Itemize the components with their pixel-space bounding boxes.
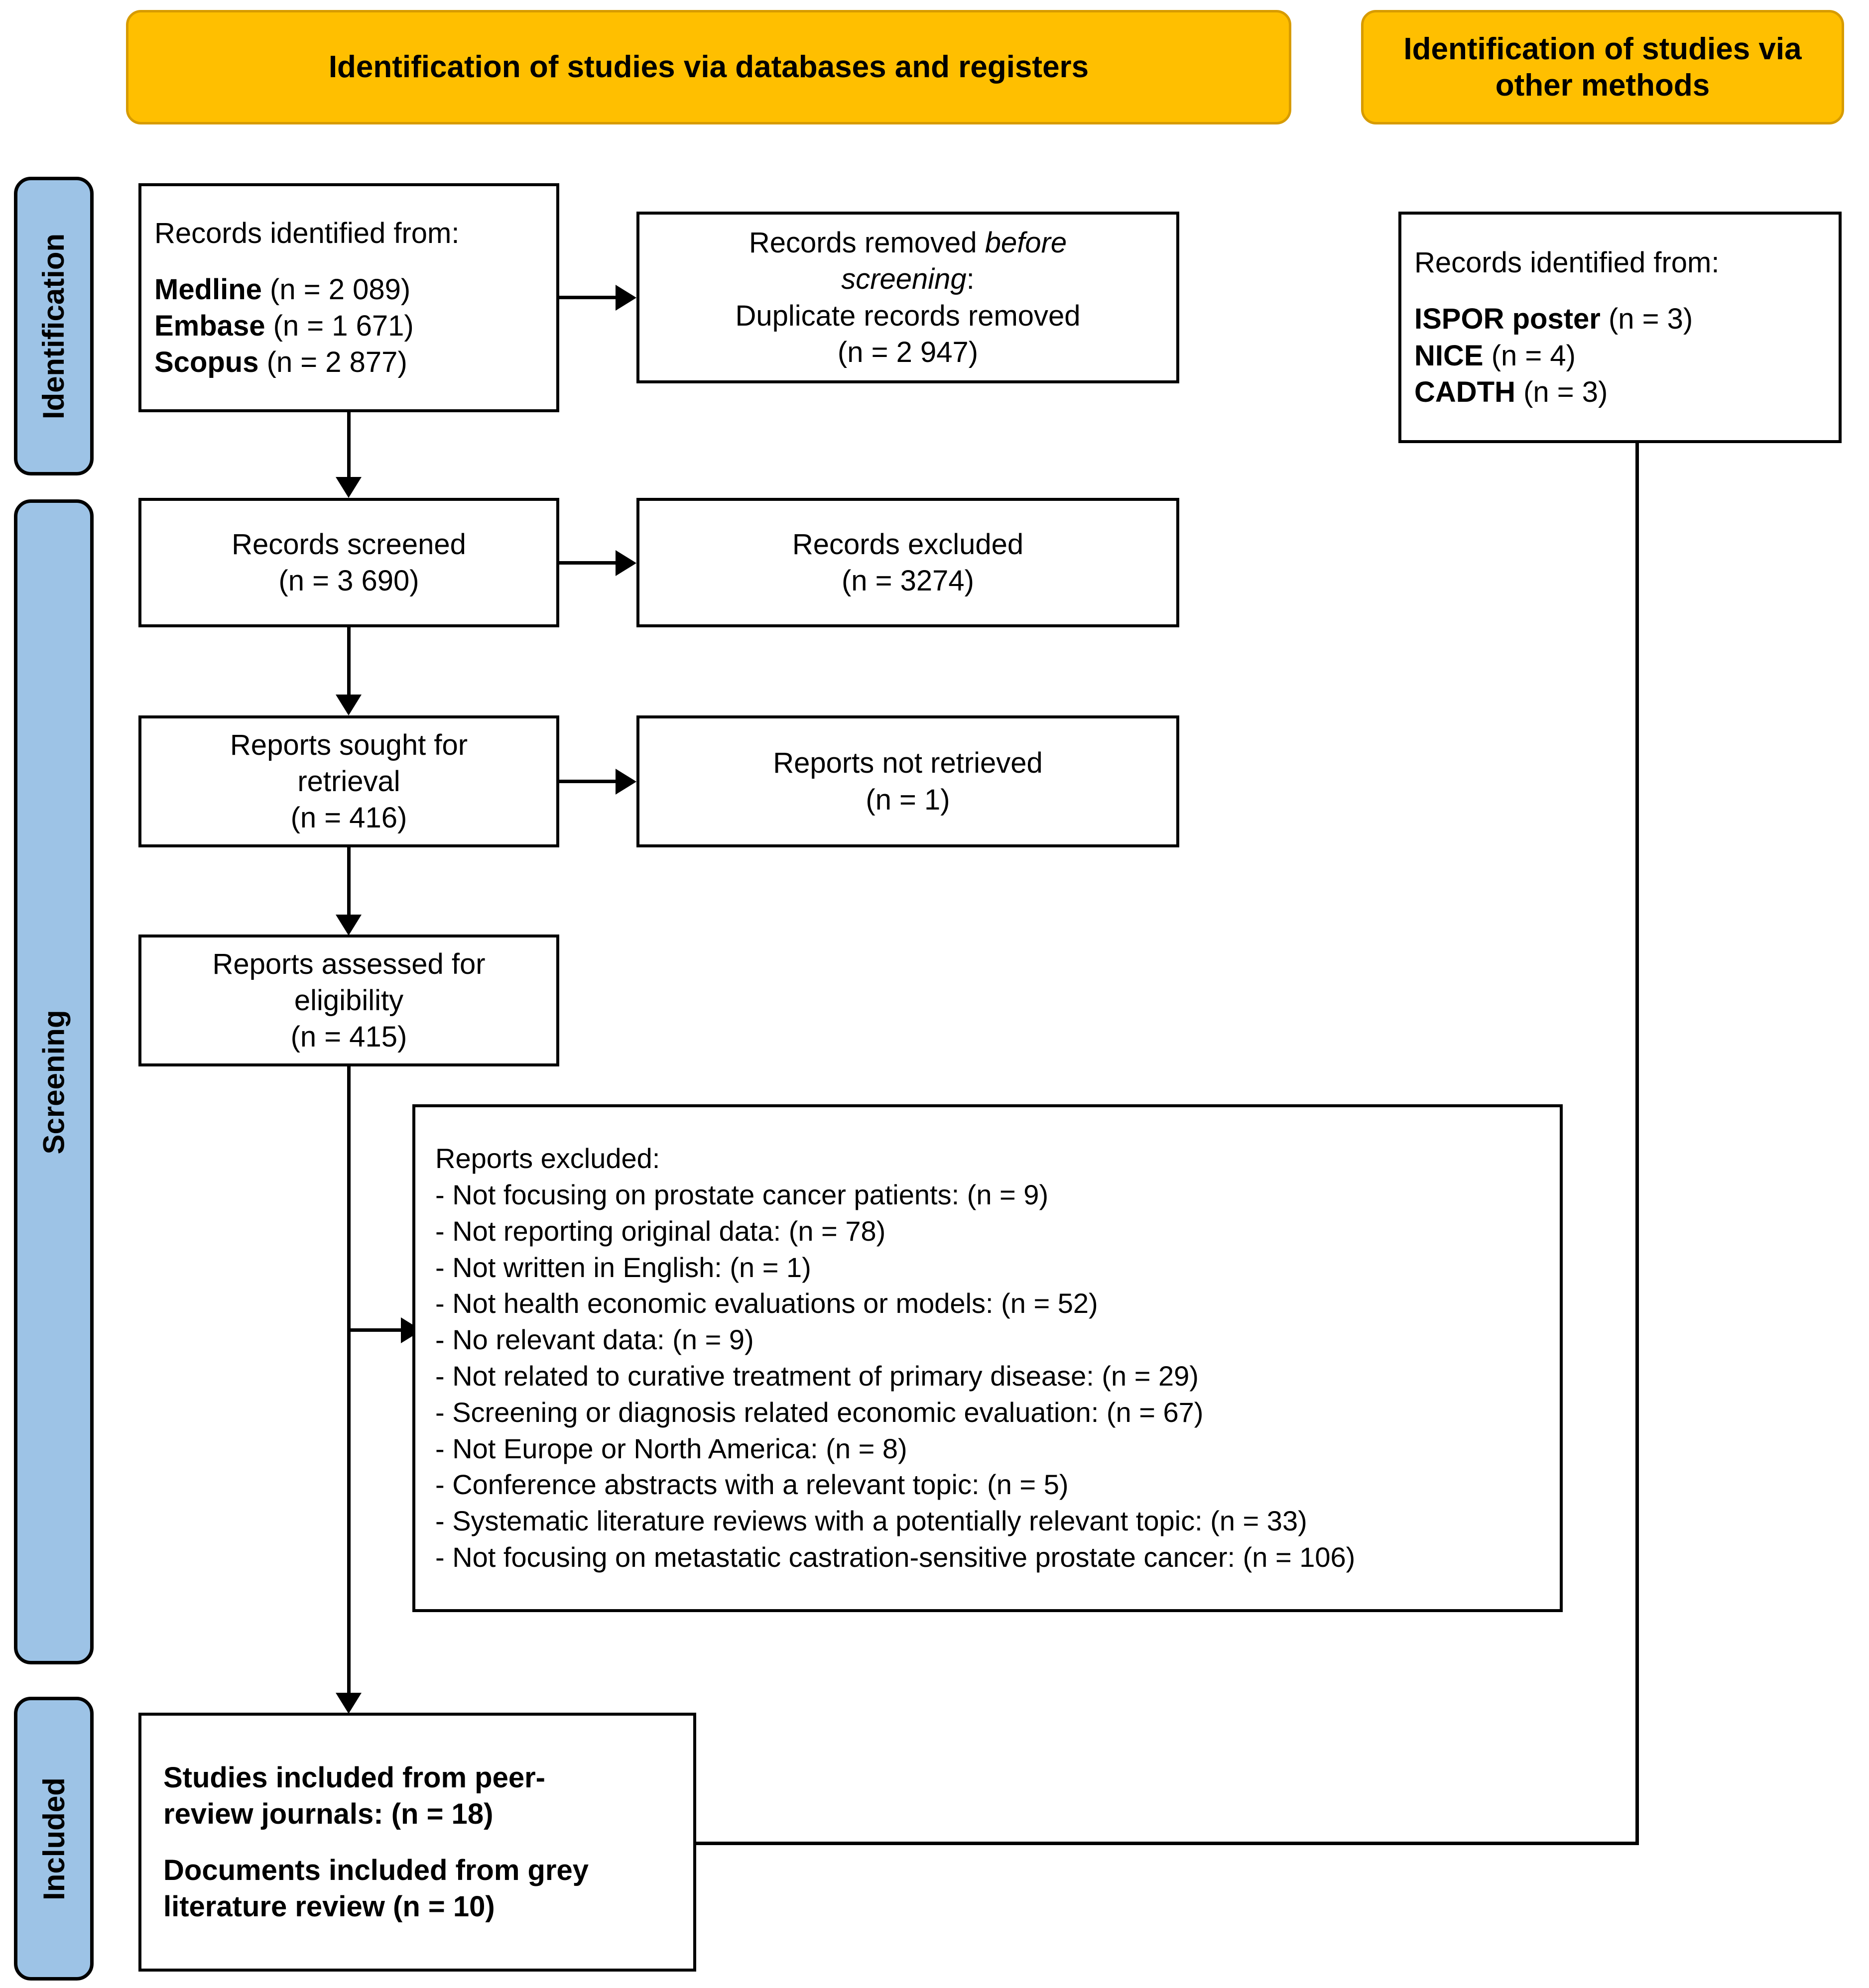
phase-label-included: Included	[37, 1777, 71, 1900]
phase-bar-identification: Identification	[14, 177, 94, 475]
banner-other-methods-line1: Identification of studies via	[1403, 31, 1802, 66]
banner-databases-label: Identification of studies via databases …	[328, 50, 1089, 85]
records-identified-source-medline: Medline (n = 2 089)	[154, 271, 410, 308]
records-screened-line1: Records screened	[232, 528, 466, 561]
node-reports-sought: Reports sought for retrieval (n = 416)	[138, 715, 559, 847]
connector-sought-to-not-retrieved	[559, 780, 616, 783]
records-excluded-line2: (n = 3274)	[841, 565, 974, 597]
source-count-cadth: (n = 3)	[1523, 375, 1608, 408]
connector-identified-to-removed	[559, 296, 616, 299]
connector-screened-to-excluded	[559, 561, 616, 565]
phase-label-identification: Identification	[37, 233, 71, 419]
reports-excluded-reason-6: - Not related to curative treatment of p…	[435, 1360, 1199, 1392]
connector-identified-to-screened	[347, 412, 351, 477]
reports-excluded-reason-3: - Not written in English: (n = 1)	[435, 1251, 811, 1283]
node-other-identified: Records identified from: ISPOR poster (n…	[1398, 212, 1842, 443]
other-identified-source-cadth: CADTH (n = 3)	[1414, 374, 1608, 410]
reports-excluded-reason-2: - Not reporting original data: (n = 78)	[435, 1215, 886, 1247]
node-records-excluded: Records excluded (n = 3274)	[636, 498, 1179, 627]
reports-sought-line3: (n = 416)	[290, 802, 407, 834]
node-reports-assessed: Reports assessed for eligibility (n = 41…	[138, 935, 559, 1066]
source-name-cadth: CADTH	[1414, 375, 1515, 408]
reports-assessed-line1: Reports assessed for	[212, 947, 486, 980]
phase-label-screening: Screening	[37, 1009, 71, 1155]
records-excluded-line1: Records excluded	[792, 528, 1024, 561]
source-count-scopus: (n = 2 877)	[266, 346, 407, 379]
reports-excluded-reason-7: - Screening or diagnosis related economi…	[435, 1396, 1204, 1428]
banner-other-methods: Identification of studies via other meth…	[1361, 10, 1844, 124]
studies-included-line3: Documents included from grey	[163, 1852, 589, 1888]
studies-included-line4-text: literature review (n = 10)	[163, 1890, 495, 1923]
reports-assessed-line3: (n = 415)	[290, 1021, 407, 1053]
records-removed-line2-a: screening	[841, 263, 967, 296]
source-name-medline: Medline	[154, 273, 262, 306]
studies-included-line4: literature review (n = 10)	[163, 1888, 495, 1925]
records-identified-source-embase: Embase (n = 1 671)	[154, 308, 414, 344]
banner-other-methods-label: Identification of studies via other meth…	[1403, 31, 1801, 104]
source-count-nice: (n = 4)	[1491, 339, 1576, 372]
other-identified-source-ispor: ISPOR poster (n = 3)	[1414, 301, 1693, 337]
source-count-ispor: (n = 3)	[1608, 303, 1693, 336]
connector-spine-to-reports-excluded	[347, 1328, 401, 1332]
reports-sought-line1: Reports sought for	[230, 728, 468, 761]
source-count-embase: (n = 1 671)	[273, 310, 414, 342]
reports-excluded-reason-1: - Not focusing on prostate cancer patien…	[435, 1179, 1049, 1211]
records-removed-line1: Records removed before	[749, 225, 1067, 261]
source-name-scopus: Scopus	[154, 346, 259, 379]
source-name-ispor: ISPOR poster	[1414, 303, 1601, 336]
connector-screened-to-sought	[347, 627, 351, 695]
records-removed-line1-a: Records removed	[748, 227, 985, 259]
records-identified-source-scopus: Scopus (n = 2 877)	[154, 344, 407, 380]
source-name-nice: NICE	[1414, 339, 1484, 372]
node-records-removed: Records removed before screening: Duplic…	[636, 212, 1179, 383]
studies-included-line2-text: review journals: (n = 18)	[163, 1797, 494, 1830]
reports-excluded-reason-10: - Systematic literature reviews with a p…	[435, 1505, 1307, 1537]
studies-included-line1-text: Studies included from peer-	[163, 1761, 545, 1794]
reports-excluded-title: Reports excluded:	[435, 1143, 660, 1174]
records-removed-line2: screening:	[841, 261, 975, 297]
arrow-spine-to-included	[336, 1693, 362, 1714]
node-reports-not-retrieved: Reports not retrieved (n = 1)	[636, 715, 1179, 847]
phase-bar-included: Included	[14, 1697, 94, 1981]
connector-other-methods-vertical	[1635, 443, 1639, 1845]
studies-included-line1: Studies included from peer-	[163, 1759, 545, 1796]
connector-assessed-spine	[347, 1066, 351, 1696]
connector-other-methods-horizontal	[695, 1842, 1639, 1845]
reports-excluded-reason-11: - Not focusing on metastatic castration-…	[435, 1541, 1356, 1573]
arrow-sought-to-assessed	[336, 915, 362, 936]
records-removed-line2-b: :	[966, 263, 975, 296]
phase-bar-screening: Screening	[14, 499, 94, 1664]
records-removed-line4: (n = 2 947)	[837, 336, 979, 368]
arrow-sought-to-not-retrieved	[616, 769, 636, 795]
reports-sought-line2: retrieval	[297, 765, 400, 798]
records-screened-line2: (n = 3 690)	[278, 565, 419, 597]
reports-assessed-line2: eligibility	[294, 984, 404, 1017]
source-name-embase: Embase	[154, 310, 265, 342]
records-identified-title: Records identified from:	[154, 217, 460, 249]
banner-other-methods-line2: other methods	[1495, 68, 1710, 103]
records-removed-line1-b: before	[985, 227, 1067, 259]
reports-not-retrieved-line1: Reports not retrieved	[773, 747, 1043, 780]
connector-sought-to-assessed	[347, 847, 351, 915]
arrow-screened-to-sought	[336, 695, 362, 715]
reports-excluded-reason-4: - Not health economic evaluations or mod…	[435, 1287, 1098, 1319]
reports-excluded-reason-8: - Not Europe or North America: (n = 8)	[435, 1432, 907, 1464]
reports-excluded-reason-5: - No relevant data: (n = 9)	[435, 1324, 754, 1356]
reports-not-retrieved-line2: (n = 1)	[866, 783, 950, 816]
source-count-medline: (n = 2 089)	[270, 273, 411, 306]
node-records-screened: Records screened (n = 3 690)	[138, 498, 559, 627]
node-studies-included: Studies included from peer- review journ…	[138, 1713, 696, 1972]
other-identified-title: Records identified from:	[1414, 246, 1720, 279]
studies-included-line2: review journals: (n = 18)	[163, 1796, 493, 1832]
arrow-screened-to-excluded	[616, 550, 636, 576]
arrow-identified-to-removed	[616, 285, 636, 311]
node-records-identified: Records identified from: Medline (n = 2 …	[138, 183, 559, 412]
node-reports-excluded: Reports excluded: - Not focusing on pros…	[412, 1104, 1563, 1612]
arrow-identified-to-screened	[336, 477, 362, 498]
records-removed-line3: Duplicate records removed	[735, 299, 1081, 332]
reports-excluded-reason-9: - Conference abstracts with a relevant t…	[435, 1469, 1069, 1501]
other-identified-source-nice: NICE (n = 4)	[1414, 338, 1576, 374]
studies-included-line3-text: Documents included from grey	[163, 1854, 589, 1886]
banner-databases-registers: Identification of studies via databases …	[126, 10, 1291, 124]
